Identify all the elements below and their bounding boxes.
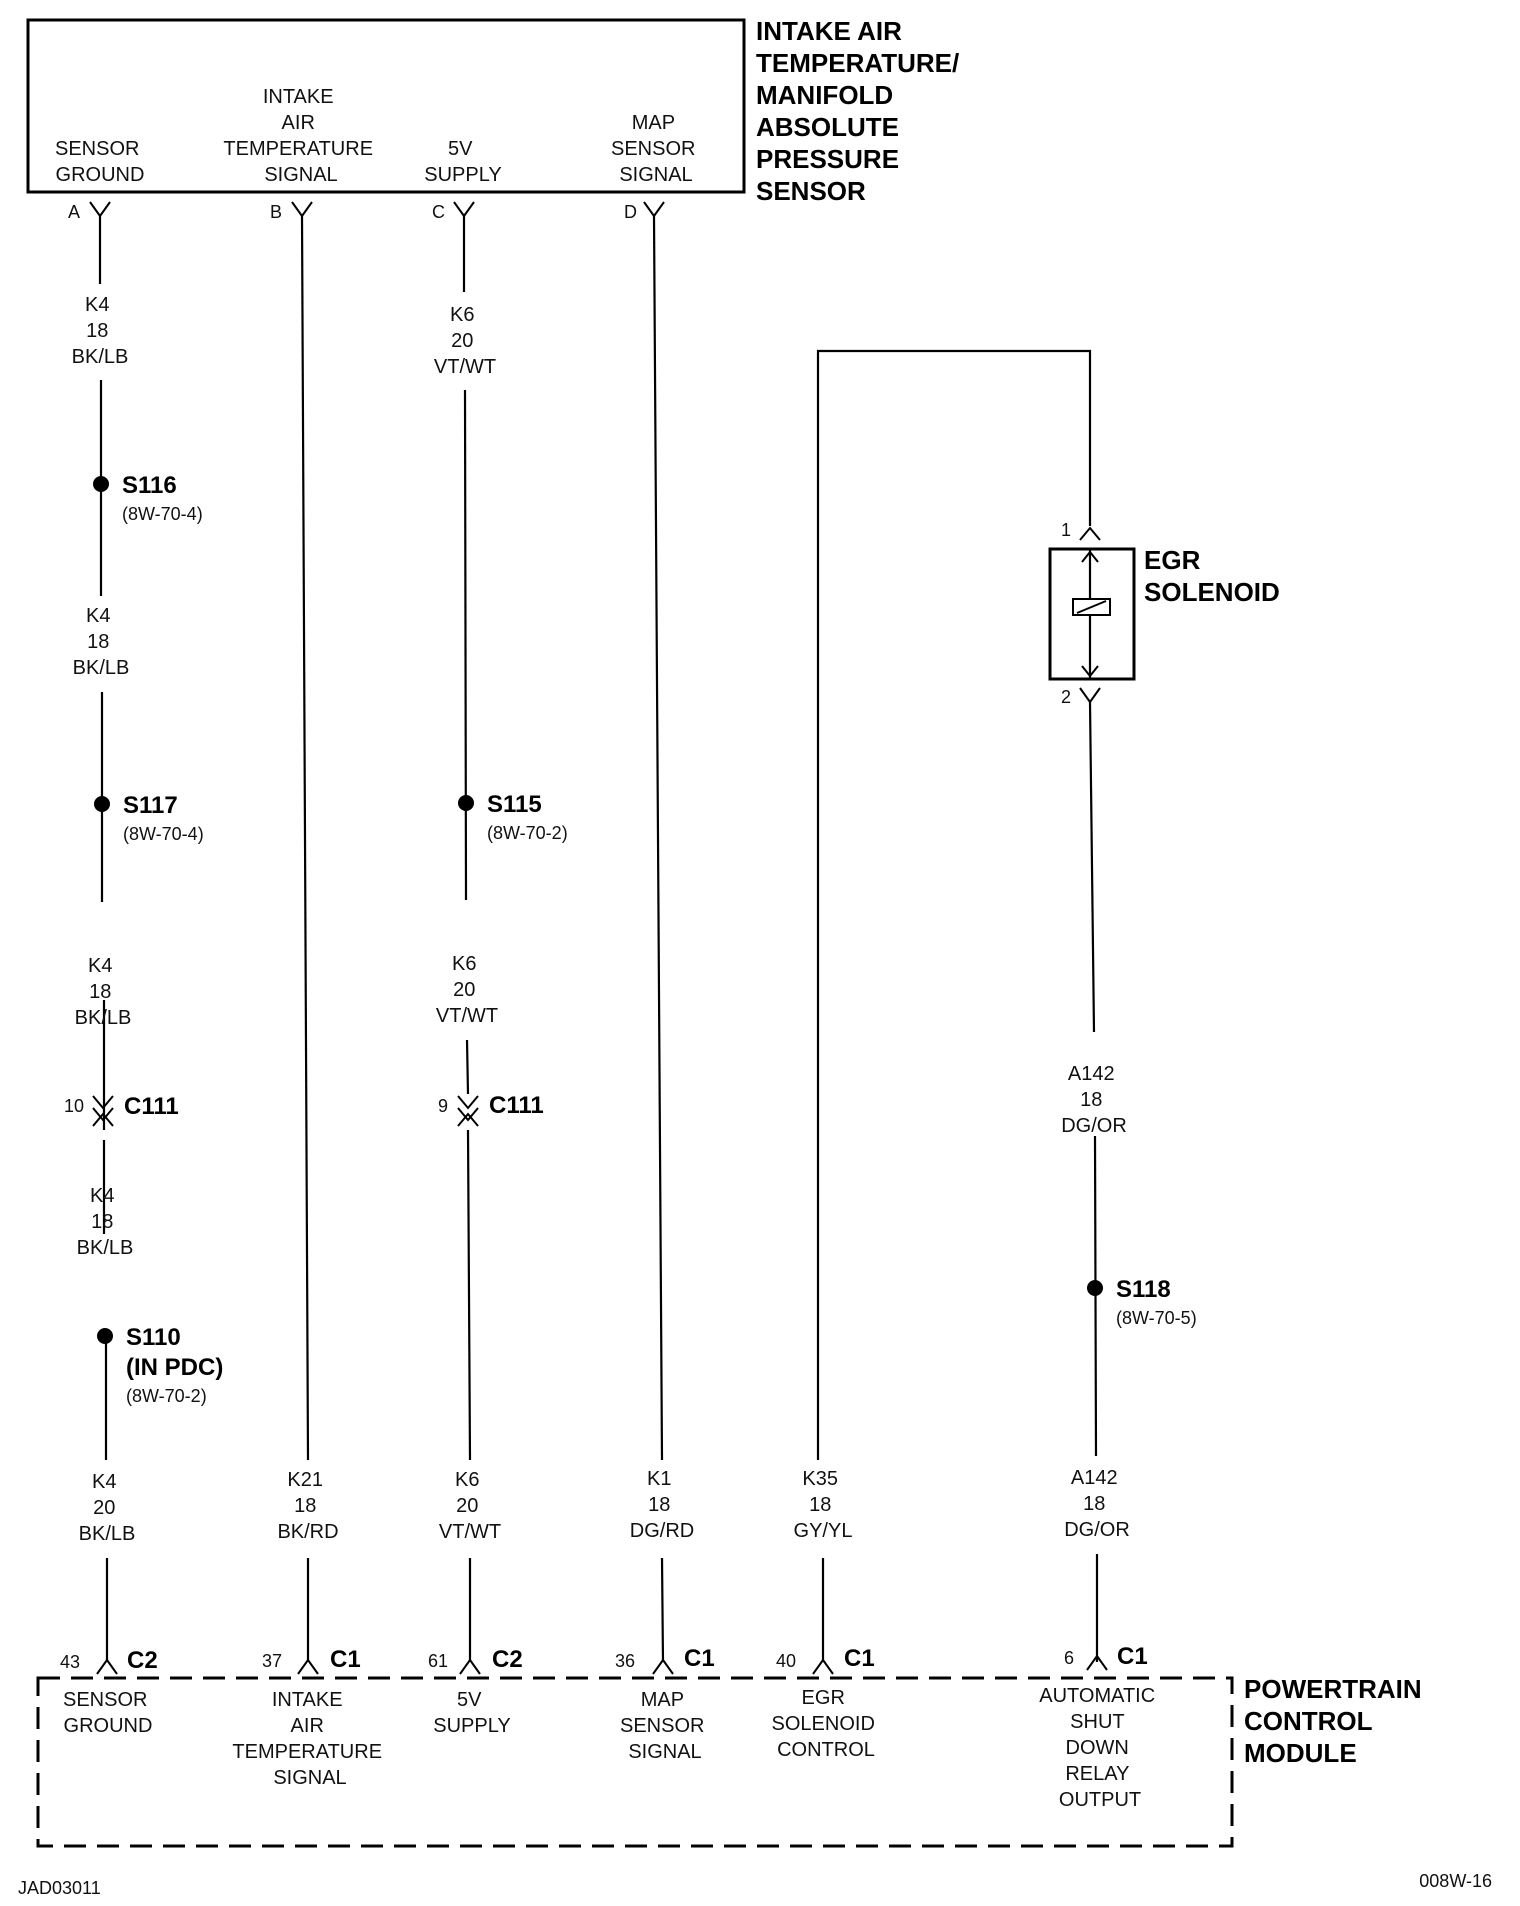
splice-dot: [97, 1328, 113, 1344]
sensor-box: [26, 18, 746, 194]
egr-pin-1: 1: [1061, 520, 1071, 540]
pcm-pin-40: 40: [776, 1651, 796, 1671]
wire-d: [652, 215, 664, 1461]
splice-s116-name: S116: [122, 472, 177, 499]
connector-symbol: [652, 1658, 674, 1675]
pcm-label-sensor-ground: SENSOR GROUND: [63, 1689, 153, 1737]
pcm-label-asd-relay: AUTOMATIC SHUT DOWN RELAY OUTPUT: [1039, 1685, 1161, 1811]
splice-s115-name: S115: [487, 791, 542, 818]
wire-a-label-4: K4 18 BK/LB: [77, 1185, 134, 1259]
wire-egr-control: [816, 349, 1092, 1460]
wire-e-label: K35 18 GY/YL: [794, 1468, 853, 1542]
egr-coil-slash: [1076, 600, 1107, 614]
splice-dot: [458, 795, 474, 811]
pcm-conn-61: C2: [492, 1646, 523, 1673]
pcm-label-map-signal: MAP SENSOR SIGNAL: [620, 1689, 710, 1763]
pcm-box: [36, 1676, 1234, 1848]
sensor-title: INTAKE AIR TEMPERATURE/ MANIFOLD ABSOLUT…: [756, 16, 966, 206]
footer-left-code: JAD03011: [18, 1878, 101, 1898]
wire-a-label-3: K4 18 BK/LB: [75, 955, 132, 1029]
wire-f-label-2: A142 18 DG/OR: [1064, 1467, 1130, 1541]
pcm-conn-40: C1: [844, 1645, 875, 1672]
splice-s110-name: S110: [126, 1324, 181, 1351]
connector-symbol: [643, 201, 665, 218]
splice-s117-ref: (8W-70-4): [123, 824, 204, 844]
pcm-pin-43: 43: [60, 1652, 80, 1672]
sensor-pin-b: B: [270, 202, 282, 222]
pcm-title: POWERTRAIN CONTROL MODULE: [1244, 1674, 1429, 1768]
connector-symbol: [453, 201, 475, 218]
pcm-conn-6: C1: [1117, 1643, 1148, 1670]
pcm-conn-43: C2: [127, 1647, 158, 1674]
pcm-conn-37: C1: [330, 1646, 361, 1673]
wire-c-label-1: K6 20 VT/WT: [434, 304, 496, 378]
wire-c-segments: [462, 216, 472, 1662]
pcm-pin-36: 36: [615, 1651, 635, 1671]
wire-d-bottom: [660, 1557, 665, 1663]
wire-f-segments: [1088, 701, 1099, 1662]
wire-a-segments: [98, 216, 109, 1662]
sensor-pin-c: C: [432, 202, 445, 222]
wire-a-label-1: K4 18 BK/LB: [72, 294, 129, 368]
egr-title: EGR SOLENOID: [1144, 545, 1280, 607]
splice-s110-sub: (IN PDC): [126, 1354, 223, 1381]
connector-symbol: [459, 1658, 481, 1675]
pcm-label-5v-supply: 5V SUPPLY: [433, 1689, 510, 1737]
egr-arrow-top: [1081, 550, 1099, 563]
c111-pin-10: 10: [64, 1096, 84, 1116]
splice-s117-name: S117: [123, 792, 178, 819]
footer-right-code: 008W-16: [1419, 1871, 1492, 1891]
sensor-pin-a-label: SENSOR GROUND: [55, 138, 145, 186]
pcm-pin-37: 37: [262, 1651, 282, 1671]
c111-pin-9: 9: [438, 1096, 448, 1116]
connector-symbol: [89, 201, 111, 218]
pcm-label-iat-signal: INTAKE AIR TEMPERATURE SIGNAL: [232, 1689, 387, 1789]
pcm-label-egr-control: EGR SOLENOID CONTROL: [772, 1687, 881, 1761]
wire-c-label-2: K6 20 VT/WT: [436, 953, 498, 1027]
sensor-pin-a: A: [68, 202, 80, 222]
egr-pin-2: 2: [1061, 687, 1071, 707]
inline-connector-symbol: [457, 1095, 479, 1127]
wire-b: [300, 215, 310, 1461]
wire-f-label-1: A142 18 DG/OR: [1061, 1063, 1127, 1137]
splice-s110-ref: (8W-70-2): [126, 1386, 207, 1406]
connector-symbol: [812, 1658, 834, 1675]
pcm-conn-36: C1: [684, 1645, 715, 1672]
splice-s115-ref: (8W-70-2): [487, 823, 568, 843]
splice-dot: [93, 476, 109, 492]
wire-c-label-3: K6 20 VT/WT: [439, 1469, 501, 1543]
wire-a-label-5: K4 20 BK/LB: [79, 1471, 136, 1545]
connector-symbol: [1079, 526, 1101, 541]
inline-connector-symbol: [92, 1095, 114, 1127]
pcm-pin-6: 6: [1064, 1648, 1074, 1668]
splice-dot: [94, 796, 110, 812]
c111-name-a: C111: [124, 1093, 179, 1120]
connector-symbol: [1086, 1654, 1108, 1671]
connector-symbol: [297, 1658, 319, 1675]
splice-s118-name: S118: [1116, 1276, 1171, 1303]
wire-b-label: K21 18 BK/RD: [277, 1469, 338, 1543]
connector-symbol: [1079, 687, 1101, 704]
wire-d-label: K1 18 DG/RD: [630, 1468, 694, 1542]
connector-symbol: [291, 201, 313, 218]
pcm-pin-61: 61: [428, 1651, 448, 1671]
c111-name-b: C111: [489, 1092, 544, 1119]
sensor-pin-c-label: 5V SUPPLY: [424, 138, 501, 186]
splice-s118-ref: (8W-70-5): [1116, 1308, 1197, 1328]
wire-a-label-2: K4 18 BK/LB: [73, 605, 130, 679]
egr-solenoid-box: [1048, 547, 1136, 681]
sensor-pin-d-label: MAP SENSOR SIGNAL: [611, 112, 701, 186]
egr-arrow-bottom: [1081, 665, 1099, 678]
splice-dot: [1087, 1280, 1103, 1296]
sensor-pin-b-label: INTAKE AIR TEMPERATURE SIGNAL: [223, 86, 378, 186]
sensor-pin-d: D: [624, 202, 637, 222]
splice-s116-ref: (8W-70-4): [122, 504, 203, 524]
connector-symbol: [96, 1658, 118, 1675]
